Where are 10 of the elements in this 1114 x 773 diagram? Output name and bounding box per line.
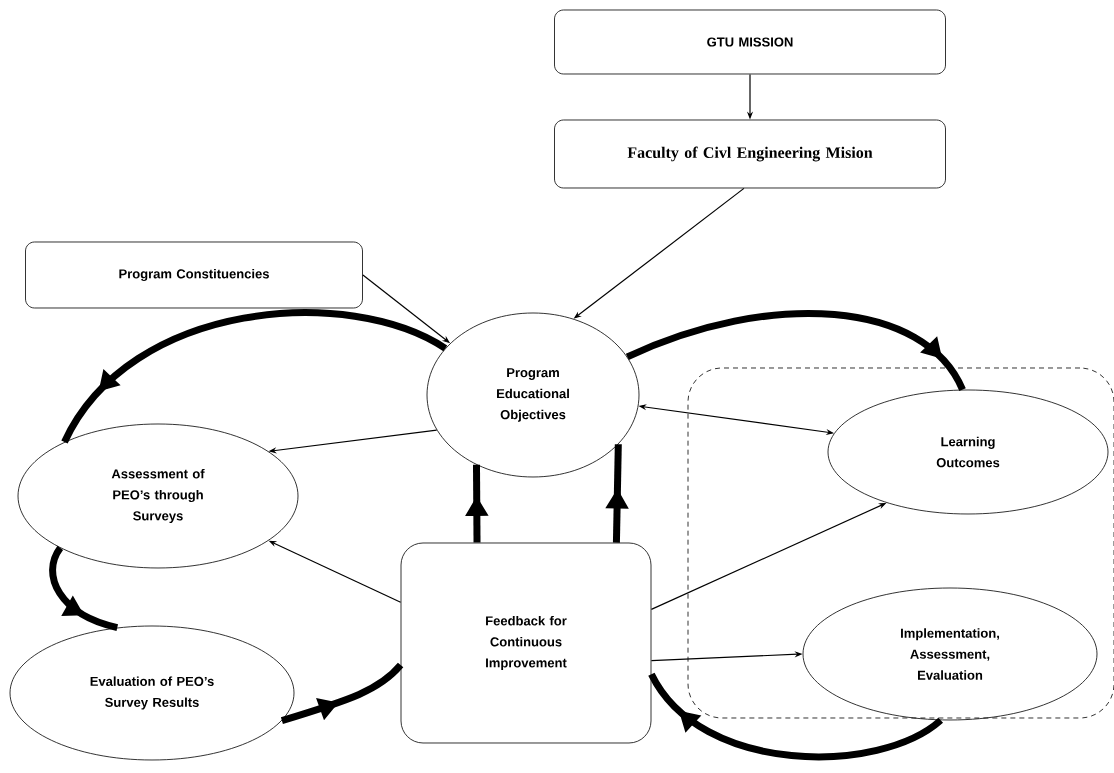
- cycle-arrow: [648, 672, 943, 761]
- dashed-boundary: [687, 367, 1114, 719]
- cycle-arrow: [280, 662, 404, 724]
- process-box: Program Constituencies: [25, 241, 363, 309]
- cycle-arrow: [49, 546, 119, 631]
- process-box: Faculty of Civl Engineering Mision: [554, 119, 946, 189]
- process-box: Feedback for Continuous Improvement: [400, 542, 652, 744]
- cycle-arrow: [625, 310, 966, 392]
- cycle-arrow: [61, 309, 447, 444]
- process-box: GTU MISSION: [554, 9, 946, 75]
